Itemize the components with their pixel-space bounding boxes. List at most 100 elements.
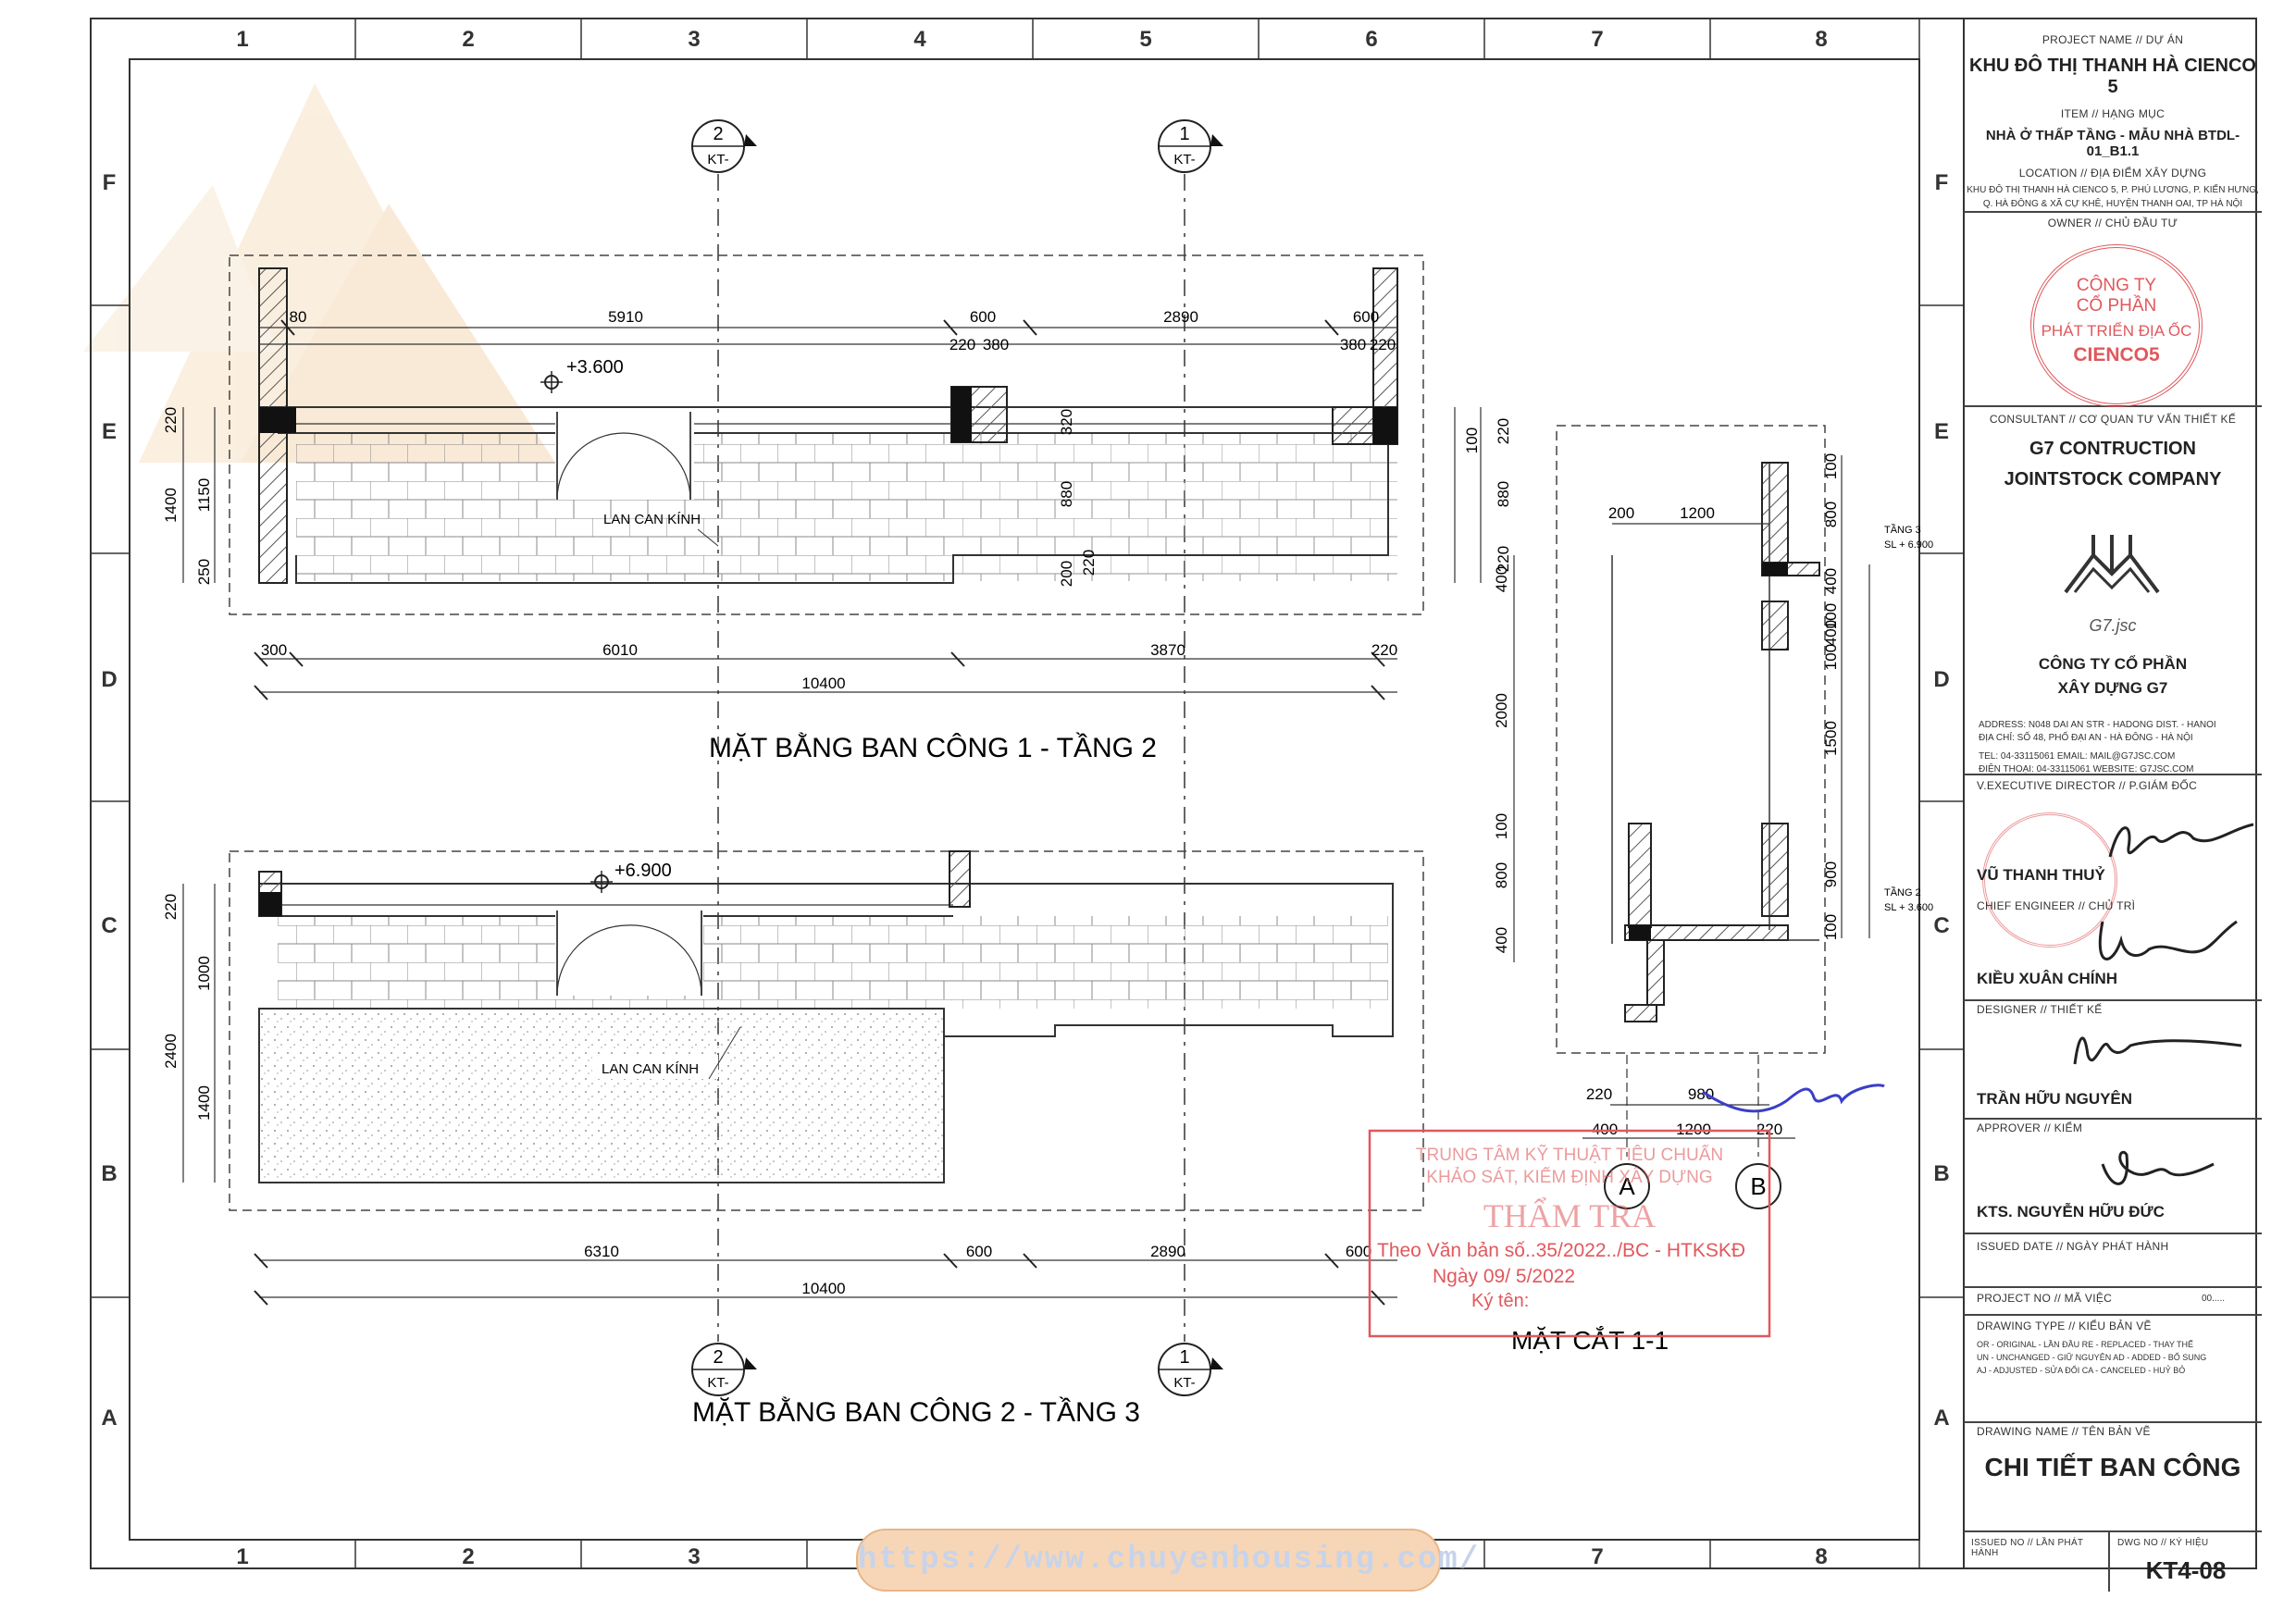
grid-column-label: 1: [236, 1544, 248, 1569]
logo-watermark: [83, 83, 555, 463]
dimension-label: 600: [1346, 1243, 1371, 1260]
svg-text:Ký tên:: Ký tên:: [1471, 1291, 1529, 1311]
dimension-label: 600: [970, 308, 996, 326]
grid-column-label: 3: [688, 27, 700, 52]
dimension-label: 220: [1495, 418, 1512, 444]
approver-signature: [2101, 1151, 2215, 1185]
grid-column-label: 2: [462, 1544, 474, 1569]
dimension-label: 80: [290, 308, 307, 326]
designer-section: DESIGNER // THIẾT KẾ TRẦN HỮU NGUYÊN: [1964, 999, 2262, 1120]
dimension-label: 600: [966, 1243, 992, 1260]
dimension-label: 400: [1592, 1121, 1618, 1138]
grid-column-label: 7: [1591, 1544, 1603, 1569]
callout-sheet: KT-: [1173, 152, 1195, 167]
callout-number: 2: [713, 124, 723, 144]
svg-text:1: 1: [1179, 1347, 1189, 1368]
grid-column-label: 8: [1815, 1544, 1827, 1569]
svg-text:SL + 3.600: SL + 3.600: [1884, 902, 1933, 913]
dimension-label: 220: [1080, 550, 1098, 576]
dimension-label: 1500: [1822, 721, 1840, 756]
dimension-label: 6010: [602, 641, 638, 659]
dimension-label: 220: [1586, 1085, 1612, 1103]
owner-section: OWNER // CHỦ ĐẦU TƯ CÔNG TY CỔ PHẦN PHÁT…: [1964, 211, 2262, 407]
dimension-label: 900: [1822, 861, 1840, 887]
project-section: PROJECT NAME // DỰ ÁN KHU ĐÔ THỊ THANH H…: [1964, 28, 2262, 213]
svg-text:SL + 6.900: SL + 6.900: [1884, 539, 1933, 551]
dimension-label: 1150: [195, 478, 213, 513]
approval-stamp: TRUNG TÂM KỸ THUẬT TIÊU CHUẨN KHẢO SÁT, …: [1368, 1129, 1771, 1338]
grid-column-label: 3: [688, 1544, 700, 1569]
grid-column-label: 8: [1815, 27, 1827, 52]
callout-sheet: KT-: [707, 152, 728, 167]
svg-text:Theo Văn bản số..35/2022../BC: Theo Văn bản số..35/2022../BC - HTKSKĐ: [1377, 1240, 1745, 1261]
railing-label: LAN CAN KÍNH: [603, 512, 701, 527]
grid-column-label: 1: [236, 27, 248, 52]
dimension-label: 100: [1493, 813, 1510, 839]
dimension-label: 250: [195, 559, 213, 585]
level-marker: +3.600: [566, 357, 624, 378]
grid-row-label: C: [101, 913, 117, 938]
website-watermark[interactable]: https://www.chuyenhousing.com/: [856, 1529, 1481, 1592]
section-callout-2-top: 2 KT-: [691, 119, 757, 173]
grid-column-label: 4: [913, 27, 926, 52]
grid-column-label: 2: [462, 27, 474, 52]
dimension-label: 220: [949, 336, 975, 353]
exec-signature: [2108, 823, 2254, 858]
consultant-name: G7 CONTRUCTION: [2029, 439, 2196, 459]
dimension-label: 2000: [1493, 693, 1510, 728]
dimension-label: 400: [1822, 568, 1840, 594]
dimension-label: 380: [1340, 336, 1366, 353]
executive-section: V.EXECUTIVE DIRECTOR // P.GIÁM ĐỐC VŨ TH…: [1964, 774, 2262, 1001]
grid-column-label: 7: [1591, 27, 1603, 52]
project-no-section: PROJECT NO // MÃ VIỆC 00.....: [1964, 1286, 2262, 1316]
grid-row-label: C: [1933, 913, 1949, 938]
dimension-label: 220: [1756, 1121, 1782, 1138]
dimension-label: 300: [261, 641, 287, 659]
drawing-name: CHI TIẾT BAN CÔNG: [1984, 1453, 2241, 1481]
grid-bubble-b: B: [1750, 1172, 1766, 1200]
section-title: MẶT CẮT 1-1: [1511, 1326, 1669, 1355]
callout-number: 1: [1179, 124, 1189, 144]
issued-date-section: ISSUED DATE // NGÀY PHÁT HÀNH: [1964, 1233, 2262, 1288]
dimension-label: 220: [162, 894, 180, 920]
dimension-label: 2400: [162, 1034, 180, 1069]
signature-blue: [1702, 1084, 1885, 1113]
grid-bubble-a: A: [1619, 1172, 1635, 1200]
dimension-label: 10400: [801, 675, 845, 692]
drawing-type-section: DRAWING TYPE // KIỂU BẢN VẼ OR - ORIGINA…: [1964, 1314, 2262, 1423]
dimension-label: 320: [1058, 409, 1075, 435]
dimension-label: 800: [1493, 862, 1510, 888]
svg-text:Ngày 09/ 5/2022: Ngày 09/ 5/2022: [1433, 1266, 1575, 1287]
grid-row-label: D: [101, 667, 117, 692]
title-block: PROJECT NAME // DỰ ÁN KHU ĐÔ THỊ THANH H…: [1964, 28, 2262, 1592]
svg-text:TẦNG 2: TẦNG 2: [1884, 886, 1921, 898]
grid-column-ticks: [91, 19, 1964, 1568]
dimension-label: 1200: [1676, 1121, 1711, 1138]
dimension-label: 880: [1058, 481, 1075, 507]
svg-text:TRUNG TÂM KỸ THUẬT TIÊU CHUẨN: TRUNG TÂM KỸ THUẬT TIÊU CHUẨN: [1416, 1145, 1723, 1165]
dimension-label: 1000: [195, 956, 213, 991]
dimension-label: 2890: [1150, 1243, 1185, 1260]
level-marker: +6.900: [614, 861, 672, 881]
dimension-label: 100: [1822, 644, 1840, 670]
dimension-label: 220: [162, 407, 180, 433]
grid-row-label: F: [103, 170, 117, 195]
item-name: NHÀ Ở THẤP TẦNG - MẪU NHÀ BTDL-01_B1.1: [1985, 128, 2240, 159]
dimension-label: 880: [1495, 481, 1512, 507]
dimension-label: 3870: [1150, 641, 1185, 659]
grid-row-label: F: [1935, 170, 1949, 195]
website-url-link[interactable]: https://www.chuyenhousing.com/: [858, 1542, 1481, 1578]
svg-text:KT-: KT-: [707, 1375, 728, 1391]
svg-text:THẨM TRA: THẨM TRA: [1483, 1197, 1656, 1234]
approver-section: APPROVER // KIỂM KTS. NGUYỄN HỮU ĐỨC: [1964, 1118, 2262, 1234]
section-callout-1-bottom: 1 KT-: [1158, 1343, 1223, 1396]
dimension-label: 200: [1058, 561, 1075, 587]
dimension-label: 600: [1353, 308, 1379, 326]
dimension-label: 220: [1371, 641, 1397, 659]
railing-label: LAN CAN KÍNH: [602, 1061, 699, 1077]
grid-column-label: 5: [1139, 27, 1151, 52]
